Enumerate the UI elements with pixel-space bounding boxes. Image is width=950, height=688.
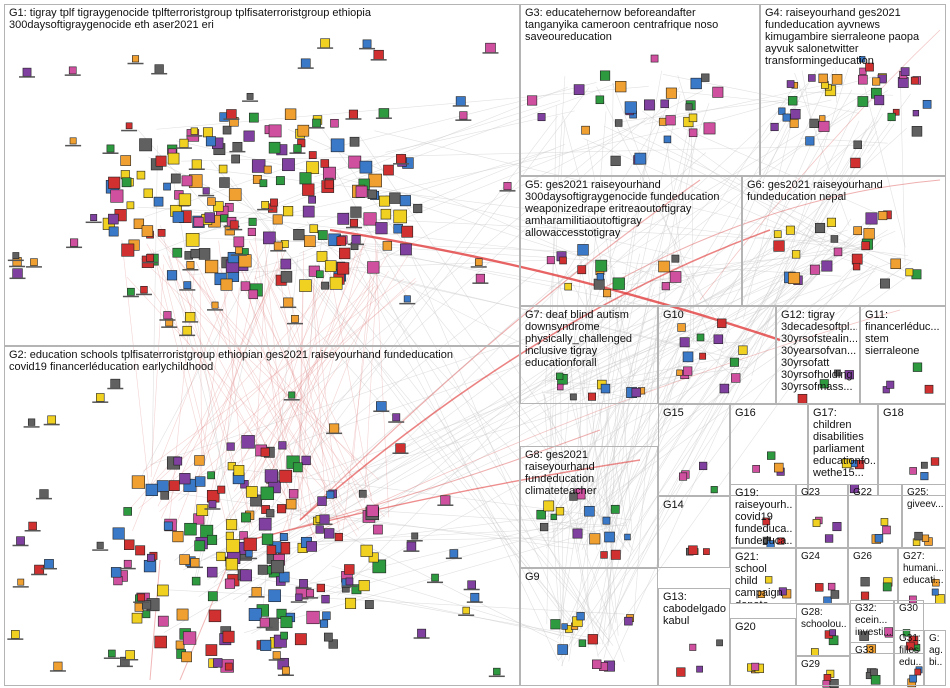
group-box-g: G: ag... bi...	[924, 630, 946, 686]
group-box-g25: G25: giveev...	[902, 484, 946, 548]
group-label: G11: financerléduc... stem sierraleone	[865, 309, 943, 403]
group-label: G31: filles edu...	[899, 633, 921, 685]
group-box-g21: G21: school child campaign donate	[730, 548, 796, 604]
group-box-g29: G29	[796, 656, 850, 686]
group-label: G10	[663, 309, 773, 403]
group-label: G6: ges2021 raiseyourhand fundeducation …	[747, 179, 943, 305]
group-label: G15	[663, 407, 727, 495]
group-label: G7: deaf blind autism downsyndrome physi…	[525, 309, 655, 403]
group-label: G21: school child campaign donate	[735, 551, 793, 603]
group-box-g22: G22	[848, 484, 902, 548]
group-box-g17: G17: children disabilities parliament ed…	[808, 404, 878, 496]
group-box-g12: G12: tigray 3decadesoftpl... 30yrsofstea…	[776, 306, 860, 404]
group-box-g3: G3: educatehernow beforeandafter tangany…	[520, 4, 760, 176]
group-box-g11: G11: financerléduc... stem sierraleone	[860, 306, 946, 404]
group-label: G24	[801, 551, 845, 603]
group-label: G28: schoolou...	[801, 607, 847, 655]
group-box-g31: G31: filles edu...	[894, 630, 924, 686]
group-label: G3: educatehernow beforeandafter tangany…	[525, 7, 757, 175]
group-box-g24: G24	[796, 548, 848, 604]
group-label: G18	[883, 407, 943, 495]
group-box-g1: G1: tigray tplf tigraygenocide tplfterro…	[4, 4, 520, 346]
group-box-g15: G15	[658, 404, 730, 496]
group-label: G23	[801, 487, 845, 547]
group-box-g27: G27: humani... educati...	[898, 548, 946, 604]
group-label: G20	[735, 621, 793, 685]
group-label: G33	[855, 645, 891, 685]
group-box-g5: G5: ges2021 raiseyourhand 300daysoftigra…	[520, 176, 742, 306]
group-box-g18: G18	[878, 404, 946, 496]
group-box-g9: G9	[520, 568, 658, 686]
group-box-g14: G14	[658, 496, 730, 568]
group-label: G4: raiseyourhand ges2021 fundeducation …	[765, 7, 943, 175]
group-box-g2: G2: education schools tplfisaterroristgr…	[4, 346, 520, 686]
group-label: G2: education schools tplfisaterroristgr…	[9, 349, 517, 685]
group-box-g6: G6: ges2021 raiseyourhand fundeducation …	[742, 176, 946, 306]
group-box-g26: G26	[848, 548, 898, 604]
group-label: G27: humani... educati...	[903, 551, 943, 603]
group-box-g33: G33	[850, 642, 894, 686]
group-box-g28: G28: schoolou...	[796, 604, 850, 656]
group-label: G22	[853, 487, 899, 547]
group-label: G13: cabodelgado kabul	[663, 591, 727, 685]
group-label: G12: tigray 3decadesoftpl... 30yrsofstea…	[781, 309, 857, 403]
group-label: G8: ges2021 raiseyourhand fundeducation …	[525, 449, 655, 567]
group-box-g10: G10	[658, 306, 776, 404]
group-label: G19: raiseyourh... covid19 fundeduca... …	[735, 487, 793, 547]
group-label: G25: giveev...	[907, 487, 943, 547]
group-label: G14	[663, 499, 727, 567]
group-label: G16	[735, 407, 805, 495]
group-label: G26	[853, 551, 895, 603]
group-label: G1: tigray tplf tigraygenocide tplfterro…	[9, 7, 517, 345]
group-label: G9	[525, 571, 655, 685]
group-box-g4: G4: raiseyourhand ges2021 fundeducation …	[760, 4, 946, 176]
group-box-g8: G8: ges2021 raiseyourhand fundeducation …	[520, 446, 658, 568]
group-box-g16: G16	[730, 404, 808, 496]
group-box-g13: G13: cabodelgado kabul	[658, 588, 730, 686]
group-box-g19: G19: raiseyourh... covid19 fundeduca... …	[730, 484, 796, 548]
group-label: G17: children disabilities parliament ed…	[813, 407, 875, 495]
group-label: G29	[801, 659, 847, 685]
group-label: G5: ges2021 raiseyourhand 300daysoftigra…	[525, 179, 739, 305]
group-box-g23: G23	[796, 484, 848, 548]
group-box-g20: G20	[730, 618, 796, 686]
group-box-g7: G7: deaf blind autism downsyndrome physi…	[520, 306, 658, 404]
group-label: G: ag... bi...	[929, 633, 943, 685]
